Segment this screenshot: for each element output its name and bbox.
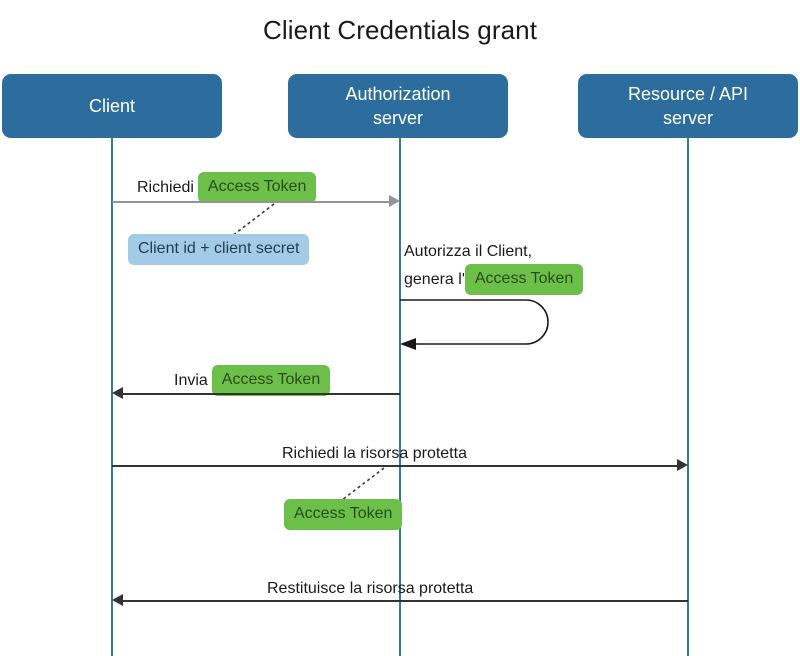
message-label-return-protected-resource: Restituisce la risorsa protetta bbox=[267, 578, 477, 600]
access-token-badge: Access Token bbox=[464, 264, 584, 295]
message-label-text: Invia bbox=[174, 371, 208, 389]
participant-authorization-server[interactable]: Authorization server bbox=[288, 74, 508, 138]
lifeline-authorization-server bbox=[399, 138, 401, 656]
lifeline-resource-server bbox=[687, 138, 689, 656]
access-token-badge: Access Token bbox=[211, 365, 331, 396]
arrow-head-right-icon bbox=[389, 195, 400, 207]
message-line-send-access-token bbox=[123, 393, 400, 395]
message-label-text: Richiedi la risorsa protetta bbox=[282, 445, 467, 462]
participant-authorization-server-label: Authorization server bbox=[345, 84, 451, 128]
self-message-line2-text: genera l' bbox=[404, 270, 465, 288]
leader-client-credentials bbox=[230, 202, 278, 238]
message-label-text: Restituisce la risorsa protetta bbox=[267, 580, 474, 597]
message-label-send-access-token: Invia Access Token bbox=[174, 365, 331, 396]
diagram-title: Client Credentials grant bbox=[262, 15, 538, 45]
self-message-label-authorize-client: Autorizza il Client, genera l' Access To… bbox=[404, 240, 584, 295]
message-label-request-protected-resource: Richiedi la risorsa protetta bbox=[282, 443, 471, 465]
note-client-credentials: Client id + client secret bbox=[128, 234, 310, 265]
message-line-request-access-token bbox=[112, 201, 389, 203]
message-line-return-protected-resource bbox=[123, 600, 688, 602]
participant-client-label: Client bbox=[88, 96, 136, 116]
self-message-loop-authorize-client bbox=[398, 296, 568, 352]
arrow-head-right-icon bbox=[677, 459, 688, 471]
access-token-badge: Access Token bbox=[197, 172, 317, 203]
self-message-line1: Autorizza il Client, bbox=[404, 243, 533, 260]
participant-client[interactable]: Client bbox=[2, 74, 222, 138]
arrow-head-left-icon bbox=[112, 594, 123, 606]
message-label-request-access-token: Richiedi Access Token bbox=[137, 172, 317, 203]
message-label-text: Richiedi bbox=[137, 178, 194, 196]
participant-resource-server-label: Resource / API server bbox=[627, 84, 749, 128]
leader-access-token bbox=[340, 466, 388, 502]
note-access-token: Access Token bbox=[284, 499, 403, 530]
message-line-request-protected-resource bbox=[112, 465, 677, 467]
participant-resource-server[interactable]: Resource / API server bbox=[578, 74, 798, 138]
arrow-head-left-icon bbox=[112, 387, 123, 399]
